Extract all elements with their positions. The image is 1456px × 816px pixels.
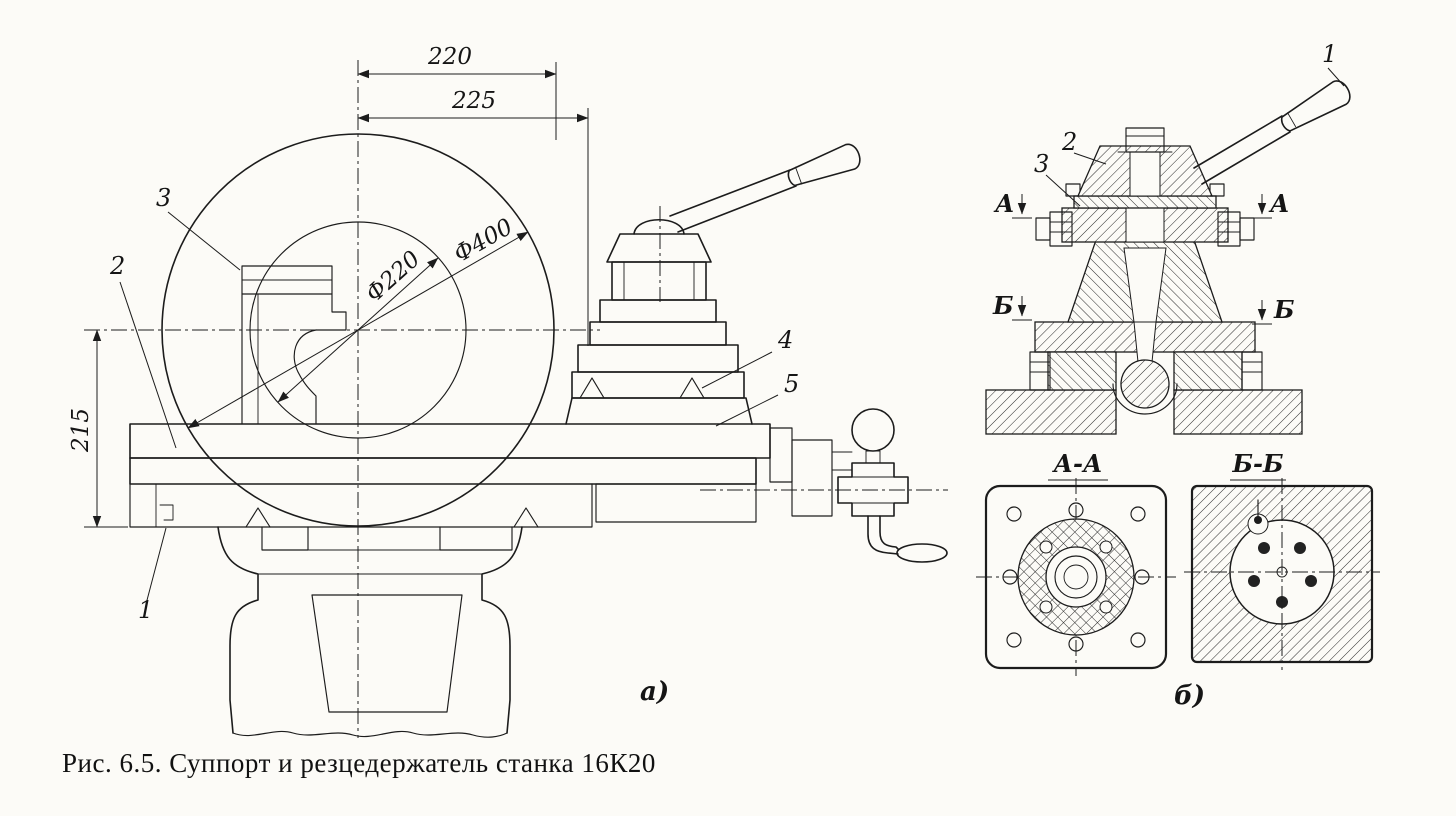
toolholder-callout-2: 2 (1061, 128, 1077, 156)
corner-bolts (1002, 502, 1150, 652)
toolholder-head (1077, 80, 1351, 197)
ground-hatch (985, 389, 1303, 435)
knurled-disc (1017, 518, 1135, 636)
dim-225-label: 225 (451, 88, 496, 114)
view-b-label: б) (1174, 681, 1205, 711)
section-aa-title: А-А (1051, 449, 1102, 478)
callout-5: 5 (784, 370, 799, 398)
view-a-label: а) (640, 677, 669, 707)
callout-2: 2 (109, 252, 125, 280)
cross-feed-crank-assembly (769, 408, 948, 563)
feed-nut-bracket (241, 265, 347, 425)
dim-215-label: 215 (68, 408, 94, 453)
callout-1: 1 (138, 596, 153, 624)
clamp-flange (1035, 183, 1255, 247)
detent-ball (1120, 359, 1170, 409)
section-bb-title: Б-Б (1232, 449, 1284, 478)
figure-caption: Рис. 6.5. Суппорт и резцедержатель станк… (62, 748, 656, 778)
toolholder-callout-1: 1 (1322, 40, 1337, 68)
dim-dia400-label: Ф400 (450, 214, 518, 268)
section-cut-marks: А А Б Б (992, 189, 1295, 325)
main-view-callouts: 3 2 1 4 5 а) (109, 184, 799, 707)
callout-4: 4 (777, 326, 793, 354)
cut-b-right-label: Б (1273, 295, 1295, 324)
toolholder-section-view: А А Б Б 1 2 3 (985, 40, 1351, 435)
main-view: 220 225 215 Ф400 Ф220 (68, 44, 948, 738)
section-a-a: А-А (976, 449, 1176, 676)
toolholder-callouts: 1 2 3 (1034, 40, 1345, 207)
carriage-casting (217, 507, 539, 738)
dim-220-label: 220 (427, 44, 472, 70)
dial-circle (851, 408, 895, 452)
centerlines (84, 60, 948, 738)
cut-b-left-label: Б (992, 291, 1014, 320)
section-b-b: Б-Б б) (1174, 449, 1380, 711)
cut-a-right-label: А (1268, 189, 1290, 218)
toolholder-handle-grip (1280, 80, 1351, 132)
tool-post (565, 143, 861, 425)
detent-pin (1247, 499, 1269, 535)
swivel-cone (1067, 239, 1223, 415)
callout-3: 3 (156, 184, 171, 212)
tool-post-handle-grip (787, 143, 861, 187)
detent-holes (1248, 542, 1317, 608)
cut-a-left-label: А (993, 189, 1015, 218)
toolholder-callout-3: 3 (1034, 150, 1049, 178)
crank-grip (896, 543, 948, 563)
